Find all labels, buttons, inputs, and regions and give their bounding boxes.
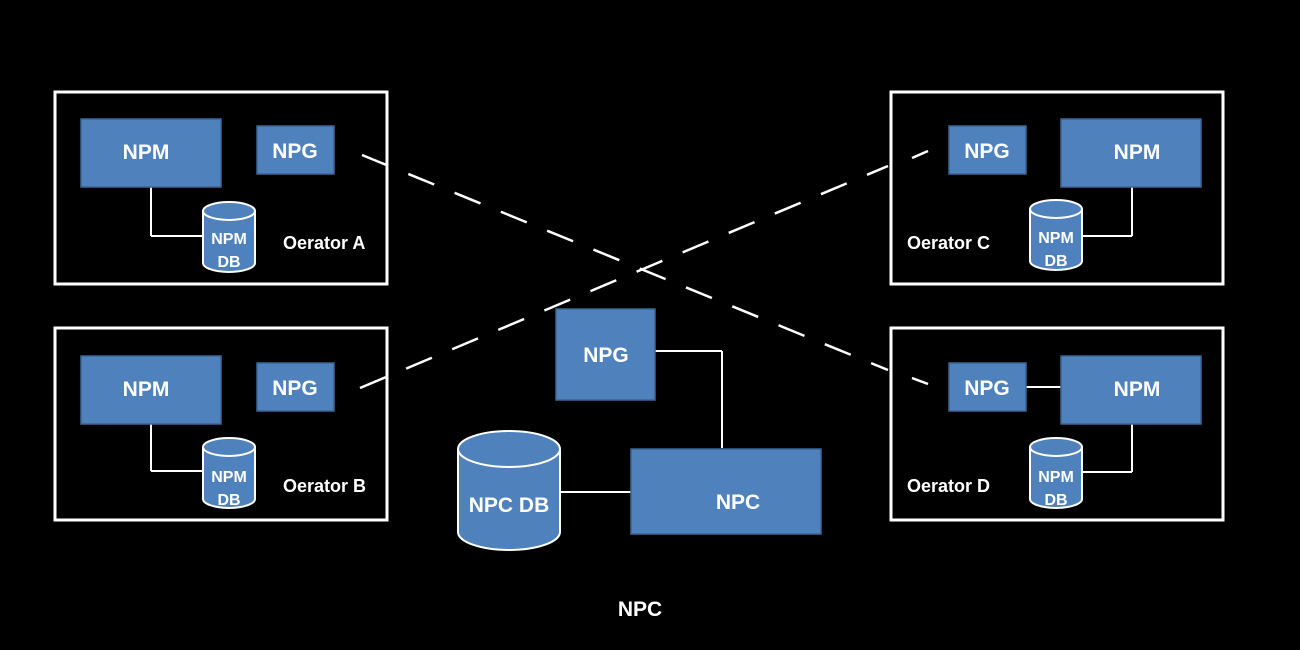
operator-a-label: Oerator A [283, 233, 365, 253]
operator-b-npm-db-label-line1: NPM [211, 469, 247, 486]
npc-label: NPC [716, 491, 760, 514]
operator-b-npm-box [80, 355, 222, 425]
operator-a-npg-box [256, 125, 335, 175]
operator-d-npm-db-label-line1: NPM [1038, 469, 1074, 486]
operator-a-npm-db-label-line2: DB [217, 254, 240, 271]
operator-c-npm-db-cylinder [1029, 199, 1083, 271]
npc-central: NPG NPC NPC DB NPC [457, 308, 822, 621]
link-operator-d-npg-stub [911, 376, 929, 386]
operator-b-frame [53, 326, 389, 522]
operator-d-frame [889, 326, 1225, 522]
operator-c: NPG NPM NPM DB Oerator C [889, 90, 1225, 286]
operator-c-npg-label: NPG [964, 140, 1010, 163]
operator-c-label: Oerator C [907, 233, 990, 253]
operator-b-npg-label: NPG [272, 377, 318, 400]
operator-d-label: Oerator D [907, 476, 990, 496]
operator-d: NPG NPM NPM DB Oerator D [889, 326, 1225, 522]
npc-caption: NPC [618, 598, 662, 621]
npc-db-cylinder [457, 430, 561, 551]
operator-d-npm-db-cylinder [1029, 437, 1083, 509]
operator-d-npm-label: NPM [1114, 378, 1161, 401]
operator-b-npg-box [256, 362, 335, 412]
operator-a-npm-box [80, 118, 222, 188]
operator-a: NPM NPG NPM DB Oerator A [53, 90, 389, 286]
operator-c-npg-box [948, 125, 1027, 175]
link-operator-c-npg-stub [911, 149, 929, 160]
link-operator-a-to-operator-d [361, 153, 889, 372]
operator-d-npm-db-label-line2: DB [1044, 492, 1067, 509]
operator-d-npg-box [948, 362, 1027, 412]
operator-c-npm-box [1060, 118, 1202, 188]
operator-c-frame [889, 90, 1225, 286]
link-operator-b-to-operator-c [359, 164, 889, 390]
operator-a-npm-db-cylinder [202, 201, 256, 273]
npc-npg-label: NPG [583, 344, 629, 367]
operator-a-npm-label: NPM [123, 141, 170, 164]
operator-c-npm-db-label-line1: NPM [1038, 230, 1074, 247]
operator-c-npm-db-label-line2: DB [1044, 253, 1067, 270]
npc-npg-box [555, 308, 656, 401]
operator-b-npm-label: NPM [123, 378, 170, 401]
operator-b: NPM NPG NPM DB Oerator B [53, 326, 389, 522]
npc-box [630, 448, 822, 535]
npc-db-label: NPC DB [469, 494, 550, 517]
operator-b-npm-db-cylinder [202, 437, 256, 509]
operator-a-frame [53, 90, 389, 286]
operator-b-npm-db-label-line2: DB [217, 492, 240, 509]
operator-c-npm-label: NPM [1114, 141, 1161, 164]
operator-d-npg-label: NPG [964, 377, 1010, 400]
operator-d-npm-box [1060, 355, 1202, 425]
operator-a-npm-db-label-line1: NPM [211, 231, 247, 248]
operator-b-label: Oerator B [283, 476, 366, 496]
operator-a-npg-label: NPG [272, 140, 318, 163]
